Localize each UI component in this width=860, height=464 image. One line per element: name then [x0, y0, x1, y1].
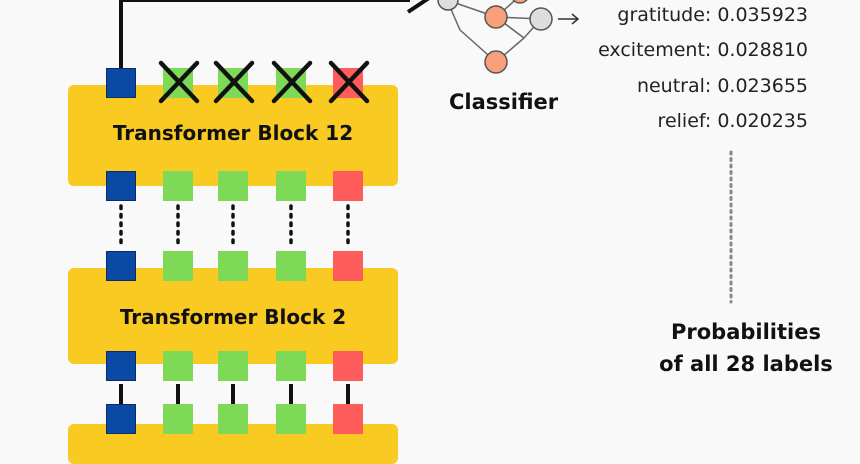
token-green [163, 404, 193, 434]
probabilities-caption-line1: Probabilities [671, 320, 821, 344]
token-green [163, 351, 193, 381]
transformer-block-12 [68, 85, 398, 186]
connector-layer [119, 0, 733, 405]
token-green [218, 171, 248, 201]
probability-line: relief: 0.020235 [657, 110, 808, 132]
probabilities-caption-line2: of all 28 labels [659, 352, 833, 376]
token-green [218, 251, 248, 281]
discarded-token-marks [158, 60, 370, 104]
x-mark-icon [271, 60, 313, 104]
probability-line: excitement: 0.028810 [598, 39, 808, 61]
cls-token [106, 171, 136, 201]
cls-token [106, 68, 136, 98]
x-mark-icon [213, 60, 255, 104]
probabilities-caption: Probabilities of all 28 labels [636, 316, 856, 380]
token-green [276, 171, 306, 201]
classifier-network-icon [437, 0, 553, 74]
token-green [218, 351, 248, 381]
token-green [276, 351, 306, 381]
token-red [333, 251, 363, 281]
probability-line: neutral: 0.023655 [636, 75, 808, 97]
token-red [333, 404, 363, 434]
classifier-output-arrow [558, 13, 580, 25]
cls-token [106, 351, 136, 381]
cls-to-classifier-arrow [406, 0, 430, 14]
token-green [218, 404, 248, 434]
dotted-connectors [119, 204, 350, 248]
token-green [163, 251, 193, 281]
token-red [333, 351, 363, 381]
transformer-block-12-title: Transformer Block 12 [112, 121, 354, 145]
token-green [276, 251, 306, 281]
cls-token [106, 251, 136, 281]
classifier-label: Classifier [449, 90, 559, 114]
transformer-block-2 [68, 268, 398, 364]
token-green [163, 171, 193, 201]
solid-connectors [119, 384, 350, 405]
token-red [333, 171, 363, 201]
x-mark-icon [158, 60, 200, 104]
cls-token [106, 404, 136, 434]
transformer-block-2-title: Transformer Block 2 [119, 305, 347, 329]
cls-to-classifier-line [119, 0, 410, 70]
x-mark-icon [328, 60, 370, 104]
probability-line: gratitude: 0.035923 [617, 4, 808, 26]
token-green [276, 404, 306, 434]
